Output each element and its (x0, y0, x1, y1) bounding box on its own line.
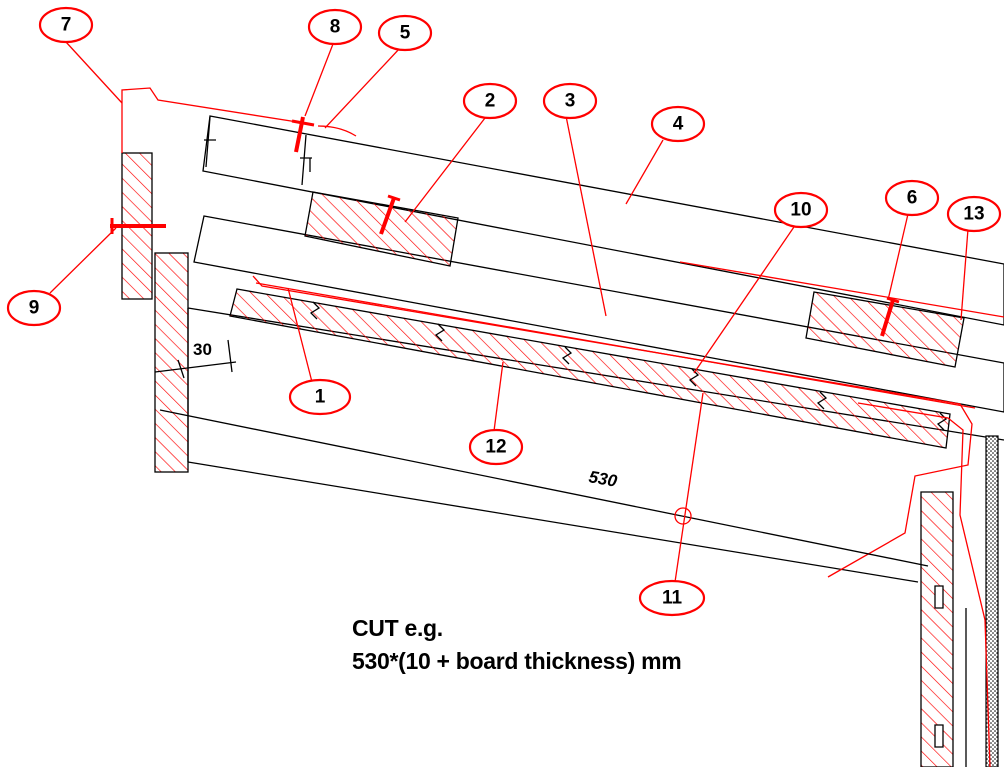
cladding-strip (229, 288, 951, 449)
callout-3: 3 (542, 82, 598, 120)
screw-batten-6 (880, 296, 900, 337)
svg-text:6: 6 (907, 188, 918, 209)
thickness-ticks (204, 116, 312, 186)
callout-7: 7 (38, 6, 94, 44)
callout-12: 12 (468, 428, 524, 466)
svg-text:8: 8 (330, 17, 341, 38)
callout-6: 6 (884, 179, 940, 217)
cut-note-line-2: 530*(10 + board thickness) mm (352, 648, 682, 674)
svg-text:12: 12 (485, 437, 506, 458)
leader-lines (49, 41, 969, 583)
callout-5: 5 (377, 14, 433, 52)
screw-top (291, 116, 315, 153)
dimension-30: 30 (154, 339, 237, 379)
svg-text:5: 5 (400, 23, 411, 44)
svg-text:1: 1 (315, 387, 326, 408)
svg-text:9: 9 (29, 298, 40, 319)
svg-text:7: 7 (61, 15, 72, 36)
callout-10: 10 (773, 191, 829, 229)
dimension-30-label: 30 (193, 340, 212, 359)
dimension-530: 530 (159, 409, 929, 567)
cut-note: CUT e.g. 530*(10 + board thickness) mm (352, 612, 682, 678)
svg-text:13: 13 (963, 204, 984, 225)
svg-text:10: 10 (790, 200, 811, 221)
callout-9: 9 (6, 289, 62, 327)
cut-note-line-1: CUT e.g. (352, 615, 443, 641)
left-fascia-lower (154, 252, 189, 473)
flashing-lines (121, 87, 1004, 767)
callout-8: 8 (307, 8, 363, 46)
svg-text:2: 2 (485, 91, 496, 112)
dimension-530-label: 530 (587, 467, 619, 491)
callout-4: 4 (650, 105, 706, 143)
screw-batten-2 (379, 194, 401, 235)
middle-board (193, 215, 1004, 413)
callout-2: 2 (462, 82, 518, 120)
right-wall-cladding (920, 435, 999, 767)
callout-13: 13 (946, 195, 1002, 233)
callout-1: 1 (288, 378, 352, 416)
callout-11: 11 (638, 579, 706, 617)
svg-text:4: 4 (673, 114, 684, 135)
svg-text:11: 11 (662, 588, 683, 609)
svg-text:3: 3 (565, 91, 576, 112)
top-board (202, 115, 1004, 326)
